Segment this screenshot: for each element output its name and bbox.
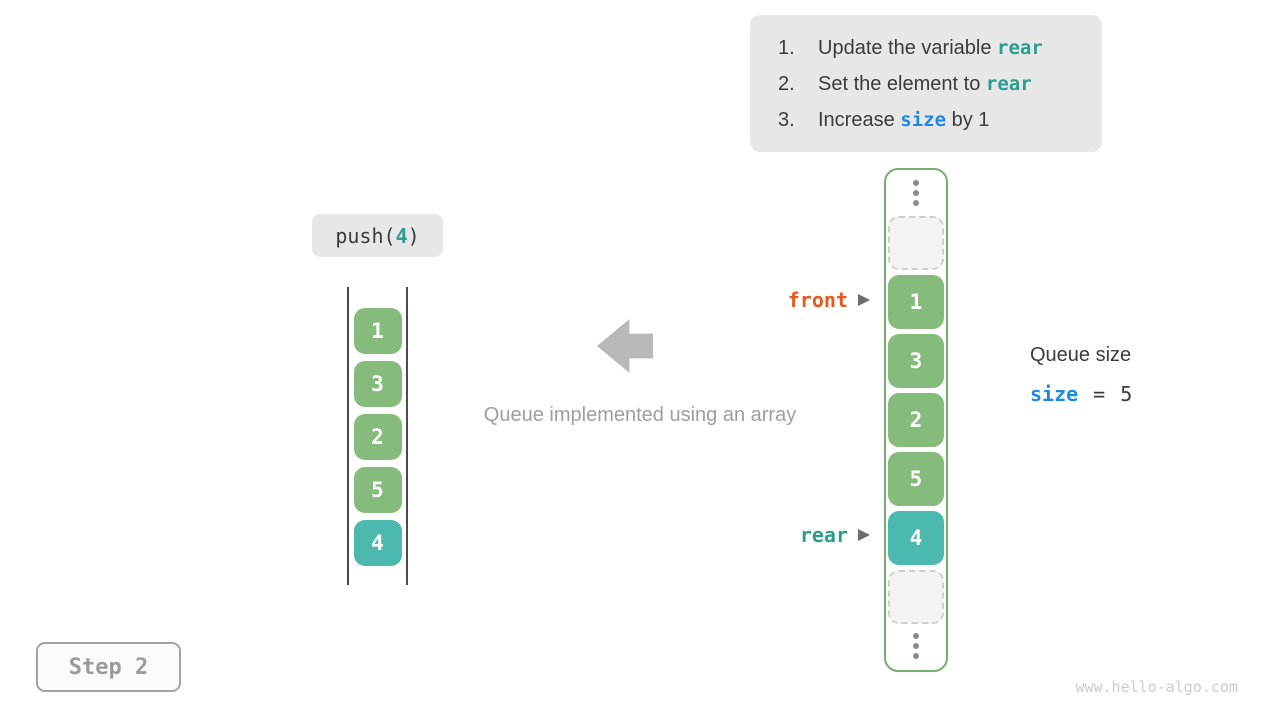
instruction-box: 1. Update the variable rear 2. Set the e…	[750, 15, 1102, 152]
instruction-number: 3.	[778, 109, 795, 131]
array-cells: 1 3 2 5 4	[888, 216, 944, 624]
array-cell: 3	[888, 334, 944, 388]
front-pointer: front	[750, 286, 870, 314]
ellipsis-bottom-icon	[913, 633, 919, 659]
watermark: www.hello-algo.com	[1075, 678, 1238, 696]
step-badge: Step 2	[36, 642, 181, 692]
array-cell: 5	[888, 452, 944, 506]
array-cell-rear: 4	[888, 511, 944, 565]
array-column: 1 3 2 5 4	[884, 168, 948, 672]
array-cell-empty	[888, 570, 944, 624]
instruction-text: Set the element to rear	[818, 73, 1032, 95]
instruction-line: 1. Update the variable rear	[778, 30, 1102, 66]
code-token-rear: rear	[997, 37, 1043, 59]
queue-cell-pushed: 4	[353, 520, 402, 566]
instruction-line: 2. Set the element to rear	[778, 66, 1102, 102]
array-cell: 1	[888, 275, 944, 329]
rear-pointer: rear	[750, 521, 870, 549]
equals-sign: =	[1093, 382, 1106, 406]
array-cell-empty	[888, 216, 944, 270]
rear-pointer-arrow-icon	[858, 529, 870, 541]
front-pointer-arrow-icon	[858, 294, 870, 306]
rear-pointer-label: rear	[799, 523, 848, 547]
arrow-left-icon	[597, 319, 653, 373]
instruction-line: 3. Increase size by 1	[778, 102, 1102, 138]
ellipsis-top-icon	[913, 180, 919, 206]
queue-abstract-view: 1 3 2 5 4	[347, 287, 408, 585]
instruction-number: 2.	[778, 73, 795, 95]
queue-cell: 1	[353, 308, 402, 354]
queue-size-title: Queue size	[1030, 344, 1132, 366]
size-variable: size	[1030, 382, 1079, 406]
array-cell: 2	[888, 393, 944, 447]
queue-size-value-line: size = 5	[1030, 382, 1132, 406]
front-pointer-label: front	[787, 288, 848, 312]
queue-cell: 5	[353, 467, 402, 513]
push-argument: 4	[395, 223, 408, 248]
push-operation-label: push(4)	[312, 214, 443, 257]
instruction-number: 1.	[778, 37, 795, 59]
queue-size-panel: Queue size size = 5	[1030, 344, 1132, 406]
instruction-text: Increase size by 1	[818, 109, 990, 131]
instruction-text: Update the variable rear	[818, 37, 1043, 59]
code-token-size: size	[900, 109, 947, 131]
diagram-caption: Queue implemented using an array	[483, 404, 797, 426]
queue-cell: 2	[353, 414, 402, 460]
queue-cell: 3	[353, 361, 402, 407]
code-token-rear: rear	[985, 73, 1032, 95]
size-value: 5	[1120, 382, 1133, 406]
